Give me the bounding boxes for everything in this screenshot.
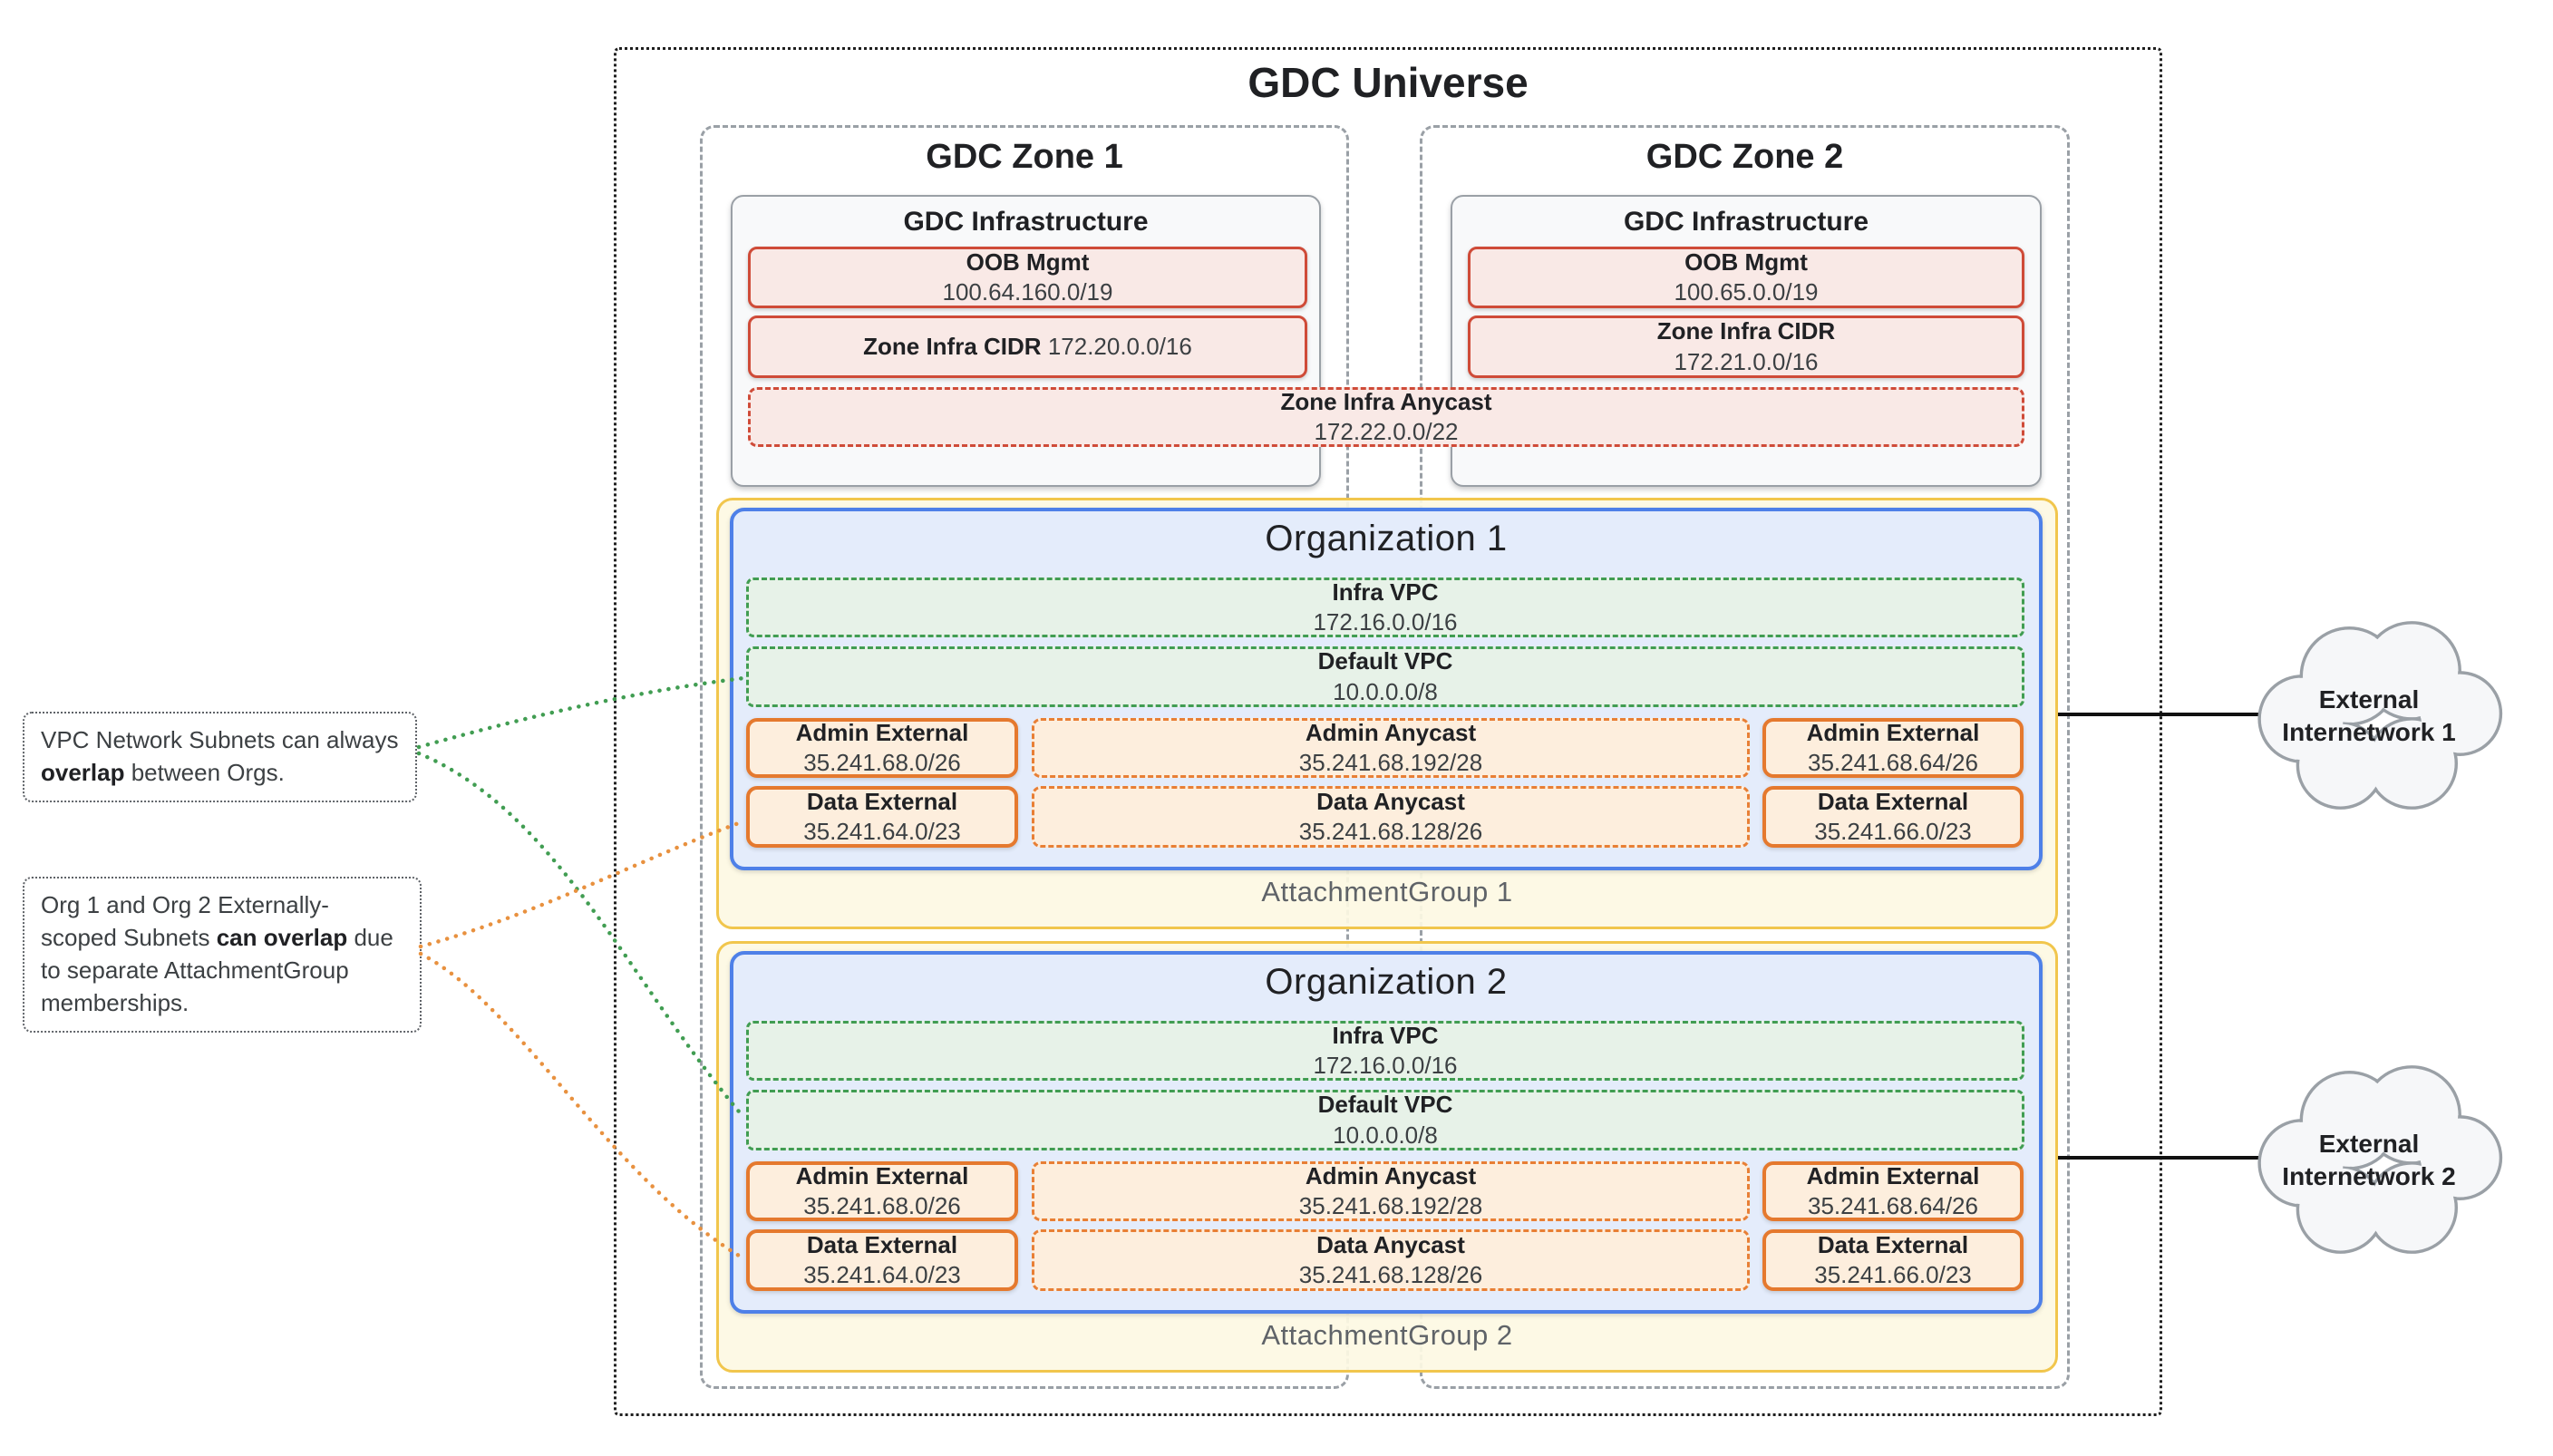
note2-text-before: Org 1 and Org 2 Externally-scoped Subnet… [41, 891, 329, 951]
org2-admin-external-left-label: Admin External [795, 1161, 969, 1189]
note1-text-before: VPC Network Subnets can always [41, 726, 399, 753]
org2-data-external-left-label: Data External [806, 1230, 958, 1258]
org2-data-external-right-label: Data External [1817, 1230, 1969, 1258]
org1-admin-anycast-box: Admin Anycast 35.241.68.192/28 [1032, 718, 1750, 778]
org2-data-external-right-box: Data External 35.241.66.0/23 [1762, 1229, 2024, 1291]
external-internetwork-1-label: External Internetwork 1 [2233, 614, 2505, 819]
org2-admin-external-right-label: Admin External [1806, 1161, 1980, 1189]
oob-mgmt-label-zone2: OOB Mgmt [1684, 248, 1808, 276]
org1-admin-external-right-label: Admin External [1806, 718, 1980, 746]
external-internetwork-1-line2: Internetwork 1 [2282, 718, 2456, 746]
zone-infra-cidr-label-zone1: Zone Infra CIDR [863, 332, 1042, 360]
org1-default-vpc-label: Default VPC [1317, 647, 1453, 675]
external-internetwork-2-label: External Internetwork 2 [2233, 1058, 2505, 1263]
org2-admin-external-left-box: Admin External 35.241.68.0/26 [746, 1161, 1018, 1221]
org1-data-external-left-label: Data External [806, 787, 958, 815]
note1-bold: overlap [41, 758, 125, 786]
oob-mgmt-box-zone2: OOB Mgmt 100.65.0.0/19 [1468, 247, 2024, 308]
attachment-group-2-label: AttachmentGroup 2 [1261, 1319, 1513, 1351]
org1-admin-external-left-box: Admin External 35.241.68.0/26 [746, 718, 1018, 778]
org2-data-external-right-cidr: 35.241.66.0/23 [1814, 1261, 1972, 1288]
gdc-infrastructure-title-zone2: GDC Infrastructure [1623, 207, 1869, 237]
organization-2-title: Organization 2 [1265, 962, 1508, 1002]
attachment-group-1-label: AttachmentGroup 1 [1261, 876, 1513, 908]
zone-infra-cidr-box-zone1: Zone Infra CIDR 172.20.0.0/16 [748, 315, 1307, 378]
org1-default-vpc-cidr: 10.0.0.0/8 [1333, 677, 1438, 705]
note2-bold: can overlap [216, 923, 348, 951]
org1-data-external-right-box: Data External 35.241.66.0/23 [1762, 786, 2024, 848]
connector-line-internetwork-2 [2058, 1156, 2276, 1160]
org1-infra-vpc-cidr: 172.16.0.0/16 [1313, 608, 1458, 636]
oob-mgmt-box-zone1: OOB Mgmt 100.64.160.0/19 [748, 247, 1307, 308]
org1-admin-external-right-cidr: 35.241.68.64/26 [1808, 749, 1978, 776]
org2-admin-external-right-cidr: 35.241.68.64/26 [1808, 1192, 1978, 1219]
org1-data-anycast-box: Data Anycast 35.241.68.128/26 [1032, 786, 1750, 848]
note2-text-after: due to separate AttachmentGroup membersh… [41, 923, 393, 1016]
zone-infra-cidr-box-zone2: Zone Infra CIDR 172.21.0.0/16 [1468, 315, 2024, 378]
zone-infra-cidr-value-zone1: 172.20.0.0/16 [1047, 332, 1192, 360]
note-external-overlap: Org 1 and Org 2 Externally-scoped Subnet… [23, 877, 422, 1033]
org1-infra-vpc-label: Infra VPC [1332, 578, 1439, 606]
note-vpc-overlap: VPC Network Subnets can always overlap b… [23, 712, 417, 802]
org1-admin-anycast-cidr: 35.241.68.192/28 [1298, 749, 1483, 776]
gdc-zone-1-title: GDC Zone 1 [926, 138, 1123, 176]
org2-default-vpc-label: Default VPC [1317, 1091, 1453, 1119]
zone-infra-anycast-cidr: 172.22.0.0/22 [1314, 418, 1459, 445]
org2-data-anycast-cidr: 35.241.68.128/26 [1298, 1261, 1483, 1288]
gdc-zone-2-title: GDC Zone 2 [1645, 138, 1844, 176]
zone-infra-cidr-label-zone2: Zone Infra CIDR [1656, 317, 1836, 345]
external-internetwork-1-cloud: External Internetwork 1 [2233, 614, 2505, 819]
org2-default-vpc-cidr: 10.0.0.0/8 [1333, 1121, 1438, 1149]
org2-admin-external-left-cidr: 35.241.68.0/26 [803, 1192, 961, 1219]
external-internetwork-2-line2: Internetwork 2 [2282, 1162, 2456, 1190]
org1-data-anycast-cidr: 35.241.68.128/26 [1298, 818, 1483, 845]
org2-admin-anycast-label: Admin Anycast [1305, 1161, 1477, 1189]
org2-data-external-left-cidr: 35.241.64.0/23 [803, 1261, 961, 1288]
org1-data-external-right-cidr: 35.241.66.0/23 [1814, 818, 1972, 845]
org1-data-external-left-box: Data External 35.241.64.0/23 [746, 786, 1018, 848]
org1-default-vpc-box: Default VPC 10.0.0.0/8 [746, 646, 2024, 707]
org1-data-external-right-label: Data External [1817, 787, 1969, 815]
cloud-icon [2257, 621, 2503, 810]
external-internetwork-2-cloud: External Internetwork 2 [2233, 1058, 2505, 1263]
external-internetwork-2-line1: External [2318, 1129, 2420, 1158]
org2-admin-external-right-box: Admin External 35.241.68.64/26 [1762, 1161, 2024, 1221]
org2-infra-vpc-label: Infra VPC [1332, 1021, 1439, 1049]
org2-default-vpc-box: Default VPC 10.0.0.0/8 [746, 1090, 2024, 1150]
org1-admin-external-right-box: Admin External 35.241.68.64/26 [1762, 718, 2024, 778]
organization-1-title: Organization 1 [1265, 519, 1508, 558]
org1-data-anycast-label: Data Anycast [1316, 787, 1465, 815]
org2-data-external-left-box: Data External 35.241.64.0/23 [746, 1229, 1018, 1291]
note1-text-after: between Orgs. [124, 758, 285, 786]
oob-mgmt-label-zone1: OOB Mgmt [966, 248, 1090, 276]
org2-admin-anycast-cidr: 35.241.68.192/28 [1298, 1192, 1483, 1219]
cloud-icon [2257, 1065, 2503, 1254]
zone-infra-cidr-line-zone1: Zone Infra CIDR 172.20.0.0/16 [863, 332, 1192, 362]
org1-admin-external-left-cidr: 35.241.68.0/26 [803, 749, 961, 776]
zone-infra-anycast-label: Zone Infra Anycast [1280, 387, 1492, 415]
oob-mgmt-cidr-zone2: 100.65.0.0/19 [1674, 278, 1819, 306]
zone-infra-anycast-box: Zone Infra Anycast 172.22.0.0/22 [748, 387, 2024, 447]
org2-infra-vpc-cidr: 172.16.0.0/16 [1313, 1052, 1458, 1079]
org2-data-anycast-label: Data Anycast [1316, 1230, 1465, 1258]
zone-infra-cidr-value-zone2: 172.21.0.0/16 [1674, 347, 1819, 375]
connector-line-internetwork-1 [2058, 713, 2276, 716]
org1-infra-vpc-box: Infra VPC 172.16.0.0/16 [746, 578, 2024, 637]
org1-admin-external-left-label: Admin External [795, 718, 969, 746]
gdc-infrastructure-title-zone1: GDC Infrastructure [903, 207, 1149, 237]
org1-data-external-left-cidr: 35.241.64.0/23 [803, 818, 961, 845]
external-internetwork-1-line1: External [2318, 684, 2420, 713]
org2-admin-anycast-box: Admin Anycast 35.241.68.192/28 [1032, 1161, 1750, 1221]
org2-data-anycast-box: Data Anycast 35.241.68.128/26 [1032, 1229, 1750, 1291]
oob-mgmt-cidr-zone1: 100.64.160.0/19 [942, 278, 1113, 306]
org1-admin-anycast-label: Admin Anycast [1305, 718, 1477, 746]
gdc-universe-title: GDC Universe [1247, 59, 1529, 106]
org2-infra-vpc-box: Infra VPC 172.16.0.0/16 [746, 1021, 2024, 1081]
